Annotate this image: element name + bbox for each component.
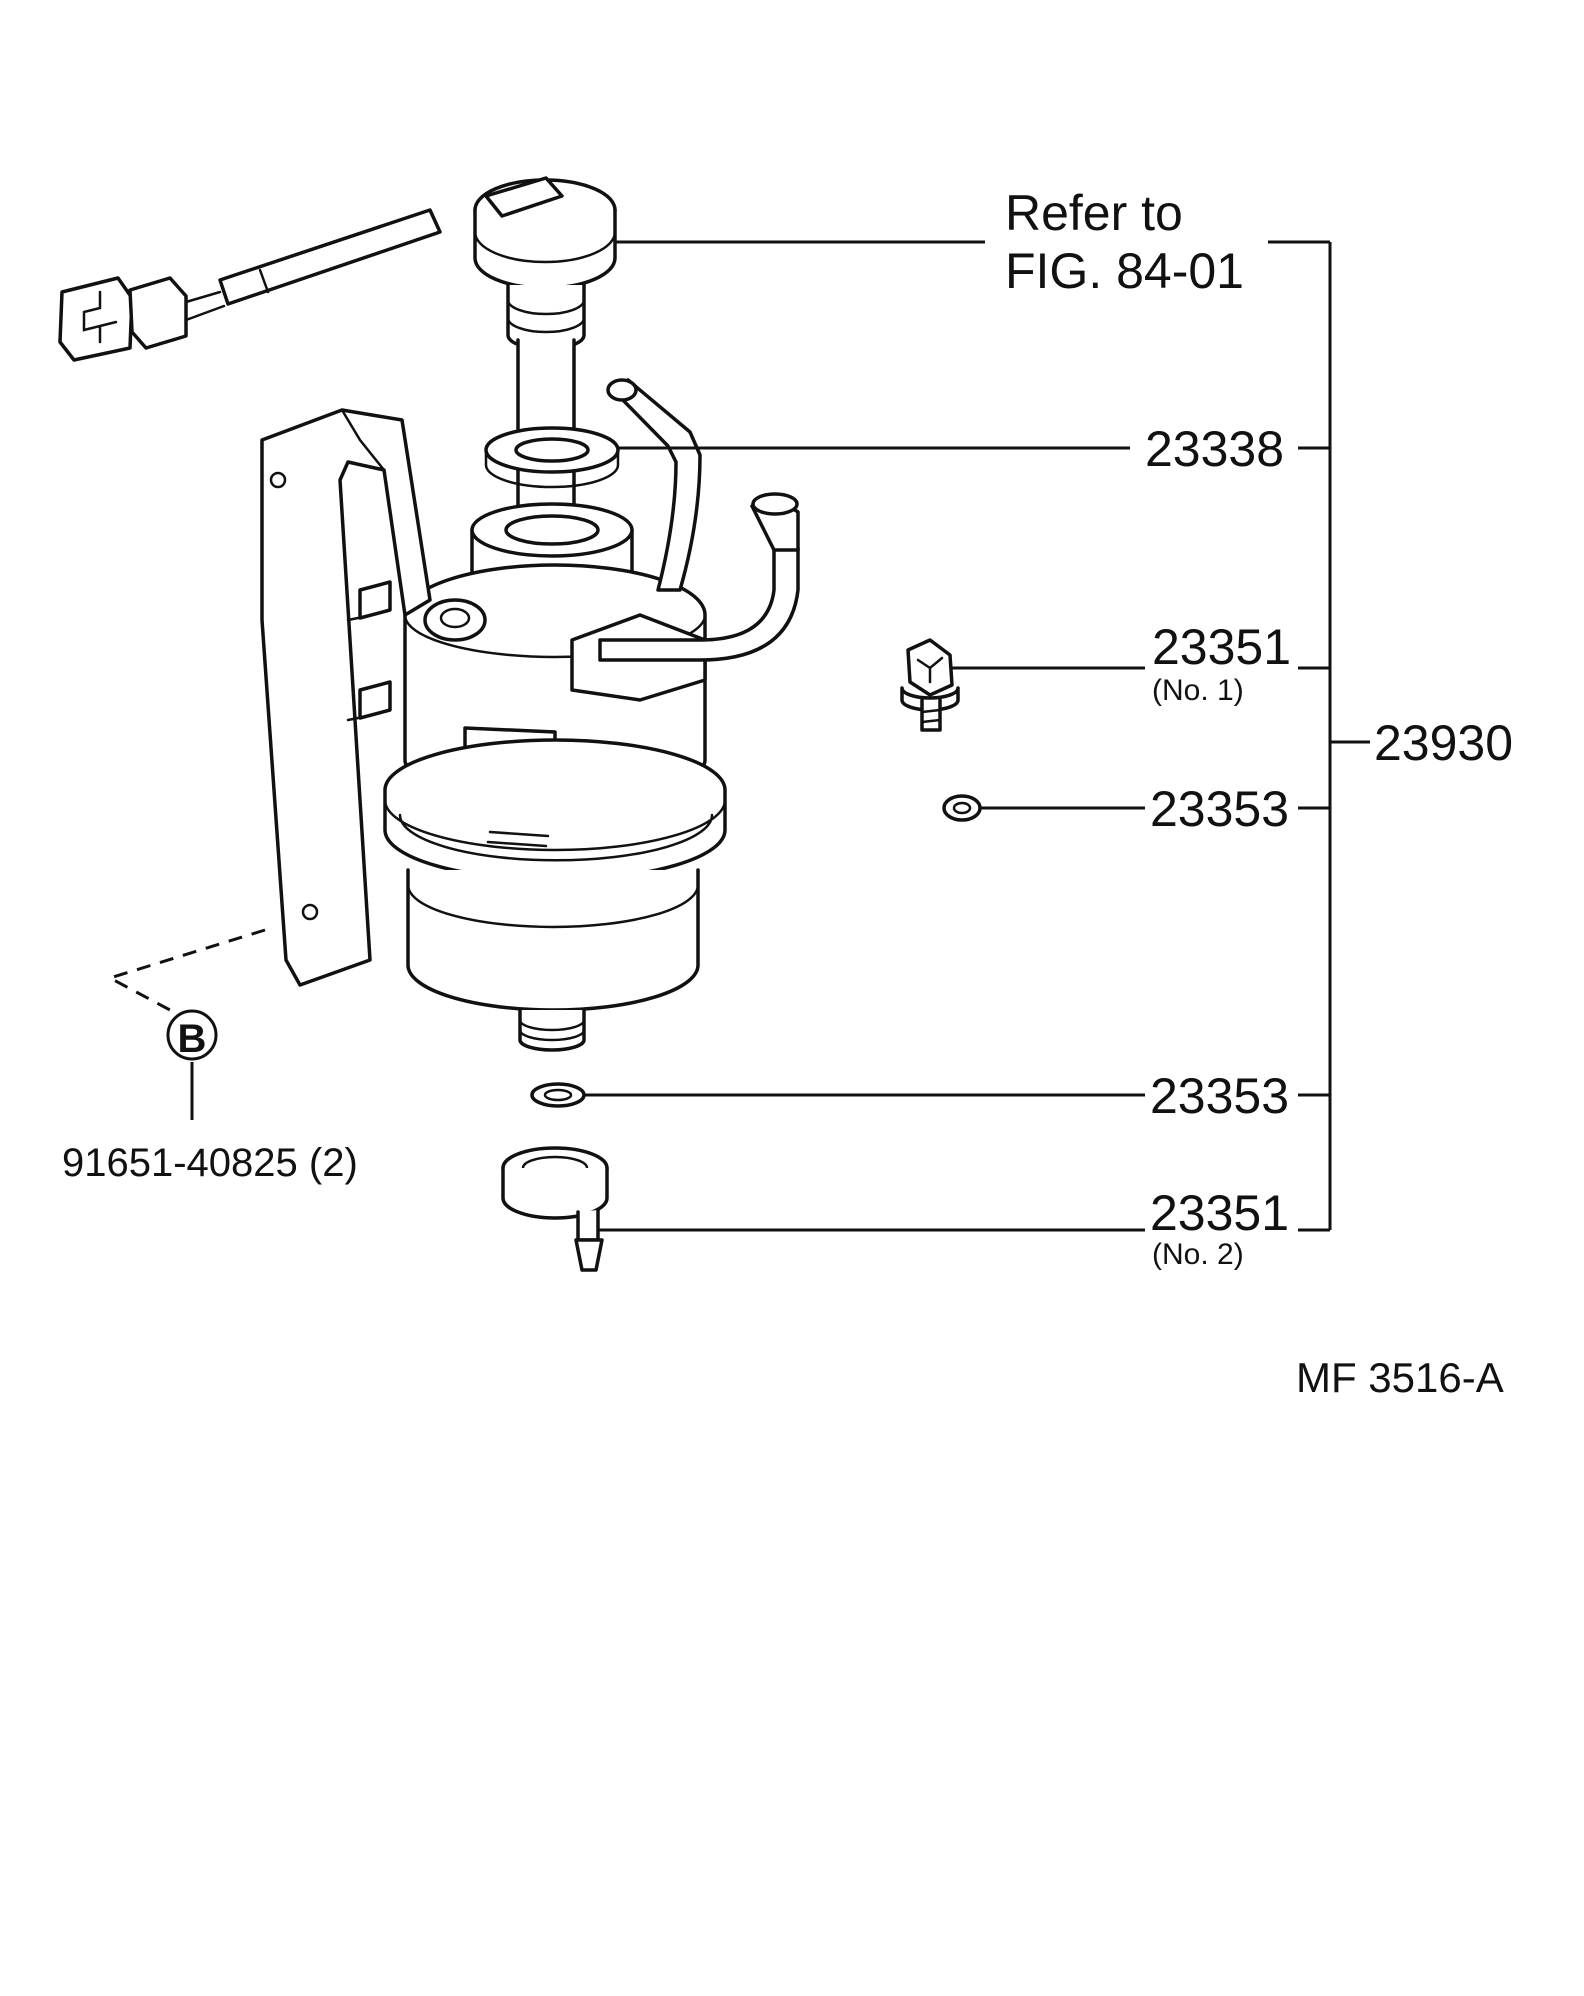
refer-label-line2: FIG. 84-01 <box>1005 243 1244 299</box>
hoses <box>570 378 800 702</box>
label-23351-bottom-note: (No. 2) <box>1152 1238 1244 1271</box>
label-23351-top-note: (No. 1) <box>1152 674 1244 707</box>
bolt-23351-no1 <box>900 638 960 732</box>
washer-23353-bottom <box>530 1082 586 1108</box>
label-23351-bottom: 23351 <box>1150 1185 1289 1241</box>
leader-lines <box>584 240 1370 1232</box>
gasket-23338 <box>484 426 620 489</box>
label-bolt-part: 91651-40825 (2) <box>62 1141 358 1185</box>
mounting-bracket <box>260 408 432 987</box>
label-23353-bottom: 23353 <box>1150 1068 1289 1124</box>
label-23351-top: 23351 <box>1152 619 1291 675</box>
label-23353-top: 23353 <box>1150 781 1289 837</box>
figure-code: MF 3516-A <box>1296 1354 1504 1401</box>
label-23338: 23338 <box>1145 421 1284 477</box>
refer-label-line1: Refer to <box>1005 185 1183 241</box>
washer-23353-top <box>942 794 982 822</box>
label-23930: 23930 <box>1374 715 1513 771</box>
union-23351-no2 <box>501 1146 609 1272</box>
callout-letter: B <box>178 1017 207 1061</box>
callout-b: B <box>106 928 266 1120</box>
